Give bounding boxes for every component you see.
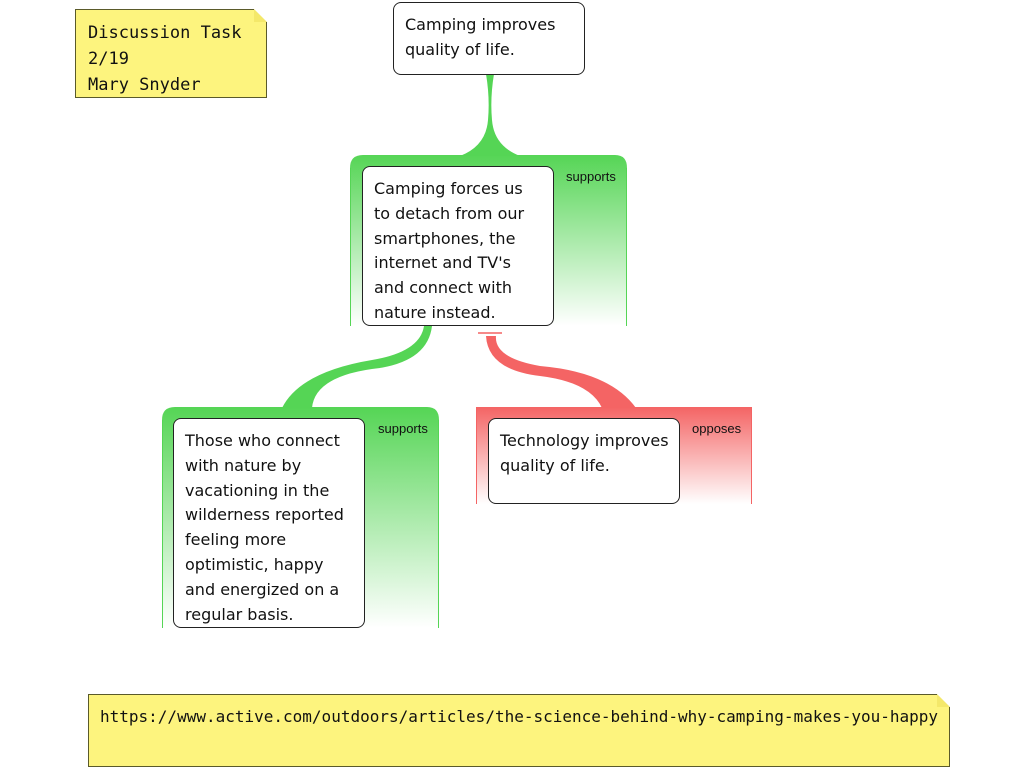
opposes-label: opposes: [692, 421, 742, 436]
supports-connector-1: [460, 74, 520, 156]
supports-connector-2: [282, 326, 432, 408]
claim-technology[interactable]: Technology improves quality of life.: [488, 418, 680, 504]
source-sticky-note[interactable]: https://www.active.com/outdoors/articles…: [88, 694, 950, 767]
claim-detach-text: Camping forces us to detach from our sma…: [374, 179, 525, 322]
supports-label-2: supports: [378, 421, 428, 436]
source-url-text: https://www.active.com/outdoors/articles…: [100, 707, 939, 726]
note-title: Discussion Task: [88, 23, 242, 43]
note-fold-corner: [937, 694, 950, 707]
note-author: Mary Snyder: [88, 75, 201, 95]
claim-nature[interactable]: Those who connect with nature by vacatio…: [173, 418, 365, 628]
claim-main[interactable]: Camping improves quality of life.: [393, 2, 585, 75]
claim-nature-text: Those who connect with nature by vacatio…: [185, 431, 344, 624]
claim-main-text: Camping improves quality of life.: [405, 15, 556, 59]
claim-detach[interactable]: Camping forces us to detach from our sma…: [362, 166, 554, 326]
note-date: 2/19: [88, 49, 129, 69]
supports-label-1: supports: [566, 169, 616, 184]
task-sticky-note[interactable]: Discussion Task 2/19 Mary Snyder: [75, 9, 267, 98]
opposes-connector: [486, 336, 636, 408]
claim-technology-text: Technology improves quality of life.: [500, 431, 669, 475]
note-fold-corner: [254, 9, 267, 22]
